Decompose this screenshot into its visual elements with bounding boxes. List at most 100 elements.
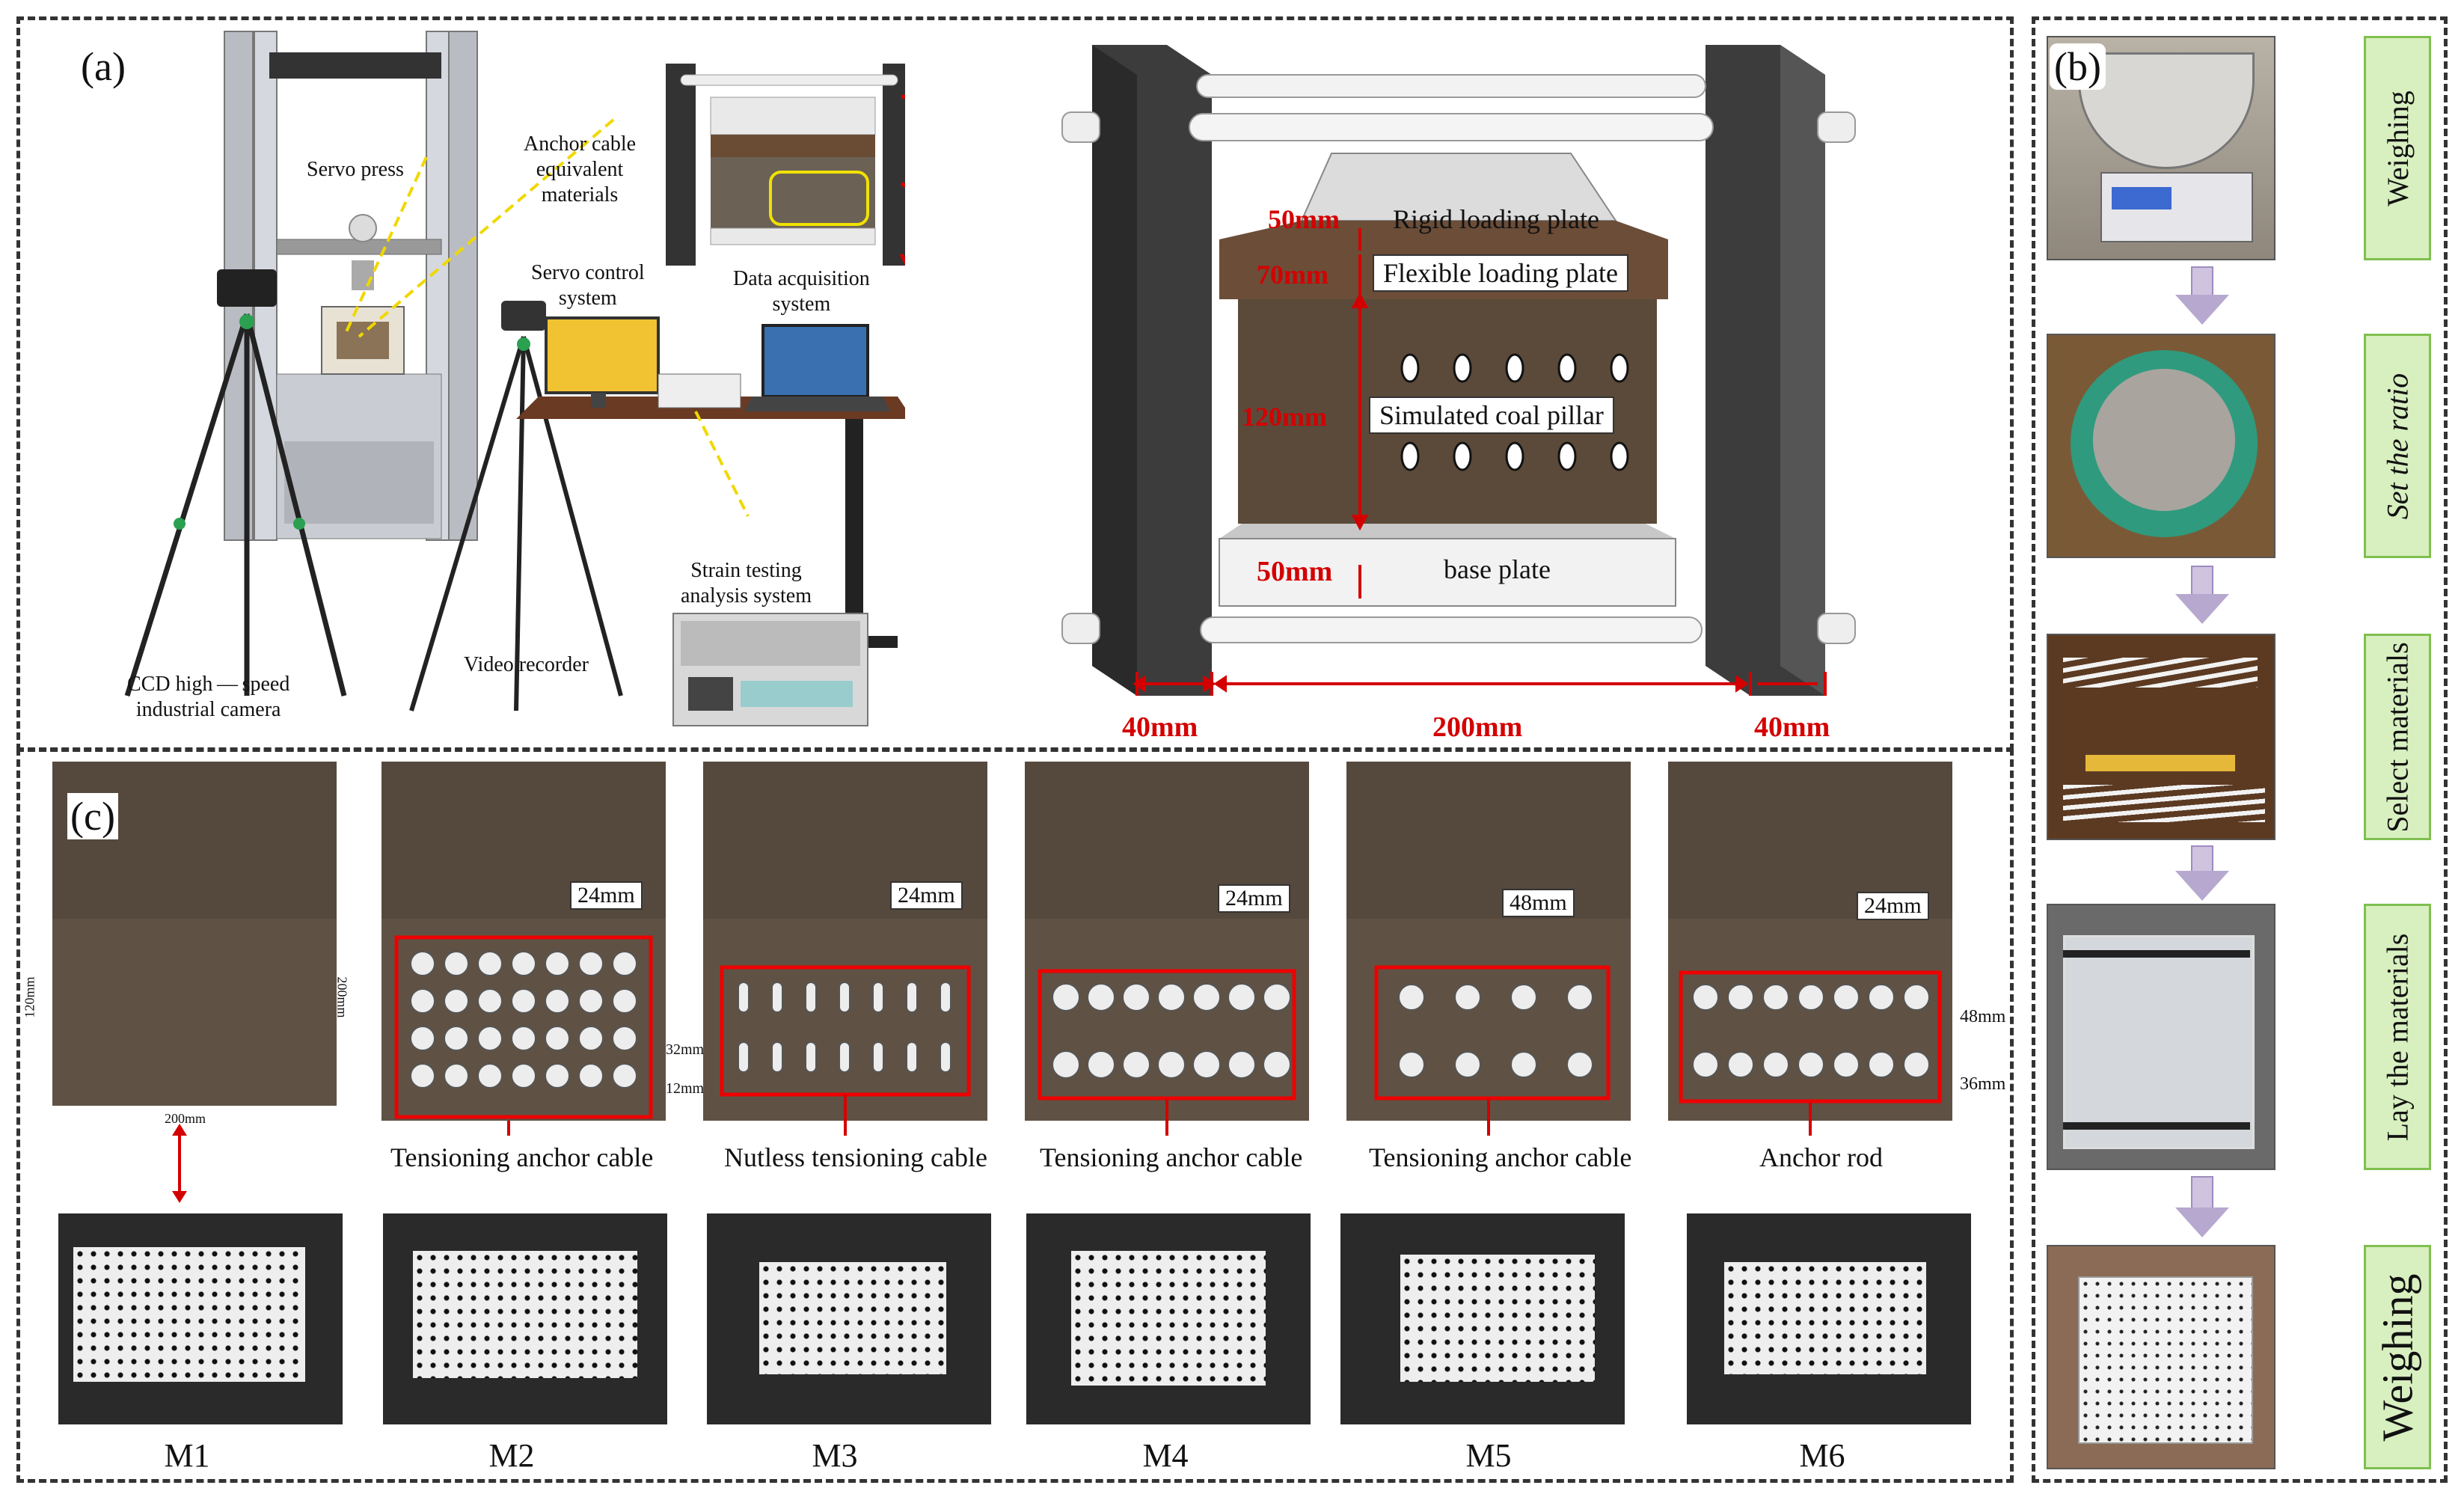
step-label-1: Weighing: [2364, 36, 2431, 260]
dim-40-left: 40mm: [1122, 711, 1198, 744]
dim-40-left-unit: mm: [1150, 711, 1198, 743]
servo-control-line1: Servo control: [531, 261, 645, 284]
m2-spacing: 24mm: [570, 881, 643, 910]
ccd-camera-label: CCD high — speed industrial camera: [127, 672, 289, 723]
photo-m2: [383, 1213, 667, 1424]
data-acquisition-line2: system: [772, 293, 831, 316]
photo-m3: [707, 1213, 991, 1424]
step-arrow-4: [2175, 1207, 2229, 1237]
model-label-m5: M5: [1465, 1437, 1512, 1474]
m1-dim-d: 200mm: [334, 976, 350, 1018]
m5-spacing: 48mm: [1502, 889, 1575, 917]
base-plate-label: base plate: [1444, 554, 1551, 584]
dim-70: 70mm: [1257, 259, 1328, 290]
photo-m5-speckle: [1400, 1255, 1595, 1382]
rods-shape-2: [2063, 785, 2265, 822]
model-label-m2: M2: [488, 1437, 535, 1474]
step-photo-lay: [2047, 904, 2275, 1170]
servo-control-label: Servo control system: [531, 260, 645, 311]
clamp-shape: [2063, 950, 2250, 958]
dim-40-right-value: 40: [1754, 711, 1783, 743]
dim-50-top-unit: mm: [1295, 204, 1340, 234]
dim-120: 120mm: [1242, 401, 1327, 432]
dim-200-unit: mm: [1475, 711, 1523, 743]
step-text-4: Lay the materials: [2380, 933, 2415, 1141]
specimen-m1: [52, 762, 337, 1106]
step-text-2: Set the ratio: [2380, 373, 2415, 519]
step-arrow-shaft-1: [2191, 266, 2213, 296]
desc-m6: Anchor rod: [1759, 1142, 1883, 1172]
dim-120-value: 120: [1242, 402, 1282, 432]
photo-m2-speckle: [413, 1251, 637, 1378]
step-arrow-shaft-4: [2191, 1176, 2213, 1209]
flexible-plate-label: Flexible loading plate: [1373, 254, 1628, 292]
photo-m1-speckle: [73, 1247, 305, 1382]
dim-70-value: 70: [1257, 260, 1284, 290]
photo-m6: [1687, 1213, 1971, 1424]
data-acquisition-line1: Data acquisition: [733, 267, 870, 290]
strain-testing-line2: analysis system: [681, 584, 812, 607]
desc-m5: Tensioning anchor cable: [1369, 1142, 1632, 1172]
photo-m4: [1026, 1213, 1311, 1424]
panel-b-frame: [2032, 16, 2448, 1483]
specimen-m5: [1346, 762, 1631, 1121]
acrylic-box-shape: [2063, 935, 2255, 1149]
m2-side-a: 32mm: [666, 1041, 705, 1058]
anchor-cable-label: Anchor cable equivalent materials: [524, 132, 636, 208]
step-text-5: Weighing: [2373, 1273, 2422, 1442]
m3-spacing: 24mm: [890, 881, 963, 910]
model-label-m3: M3: [812, 1437, 858, 1474]
m2-side-b: 12mm: [666, 1080, 705, 1097]
photo-m1: [58, 1213, 343, 1424]
strain-testing-line1: Strain testing: [690, 559, 802, 582]
panel-c-frame: [16, 748, 2014, 1483]
photo-m3-speckle: [759, 1262, 946, 1374]
dim-40-left-value: 40: [1122, 711, 1150, 743]
m6-side-b: 36mm: [1960, 1074, 2006, 1094]
dim-40-right-unit: mm: [1783, 711, 1830, 743]
dim-120-unit: mm: [1282, 402, 1327, 432]
specimen-m4: [1025, 762, 1309, 1121]
dim-50-bottom-value: 50: [1257, 556, 1285, 587]
strain-testing-label: Strain testing analysis system: [681, 558, 812, 609]
step-arrow-shaft-3: [2191, 845, 2213, 872]
dim-50-top-value: 50: [1268, 204, 1295, 234]
panel-c-label: (c): [67, 793, 118, 839]
rigid-plate-label: Rigid loading plate: [1393, 204, 1599, 234]
specimen-shape: [2078, 1276, 2253, 1444]
m1-dim-w: 200mm: [165, 1111, 206, 1126]
step-label-2: Set the ratio: [2364, 334, 2431, 558]
servo-press-label: Servo press: [307, 158, 404, 181]
specimen-m2: [381, 762, 666, 1121]
dim-200-value: 200: [1432, 711, 1475, 743]
dim-50-bottom: 50mm: [1257, 555, 1332, 588]
step-arrow-shaft-2: [2191, 566, 2213, 596]
step-text-3: Select materials: [2380, 641, 2415, 833]
m1-arrow: [172, 1124, 187, 1203]
photo-m4-speckle: [1071, 1251, 1266, 1386]
dim-50-bottom-unit: mm: [1285, 556, 1333, 587]
step-arrow-3: [2175, 871, 2229, 901]
specimen-m6: [1668, 762, 1952, 1121]
scale-display-shape: [2112, 187, 2172, 209]
anchor-cable-line2: equivalent: [536, 158, 624, 181]
step-label-5: Weighing: [2364, 1245, 2431, 1469]
dim-50-top: 50mm: [1268, 203, 1340, 235]
powder-shape: [2093, 369, 2235, 511]
servo-control-line2: system: [558, 287, 617, 310]
step-photo-final: [2047, 1245, 2275, 1469]
step-arrow-1: [2175, 295, 2229, 325]
model-label-m1: M1: [164, 1437, 210, 1474]
coal-pillar-label: Simulated coal pillar: [1369, 397, 1614, 434]
specimen-m3: [703, 762, 987, 1121]
step-arrow-2: [2175, 594, 2229, 624]
desc-m3: Nutless tensioning cable: [724, 1142, 987, 1172]
anchor-cable-line3: materials: [541, 183, 619, 206]
clamp-shape-2: [2063, 1122, 2250, 1130]
equipment-illustration: [124, 31, 905, 726]
anchor-cable-line1: Anchor cable: [524, 132, 637, 156]
panel-b-label: (b): [2050, 43, 2106, 90]
step-label-4: Lay the materials: [2364, 904, 2431, 1170]
mold-diagram: [1061, 45, 1856, 696]
model-label-m4: M4: [1142, 1437, 1189, 1474]
